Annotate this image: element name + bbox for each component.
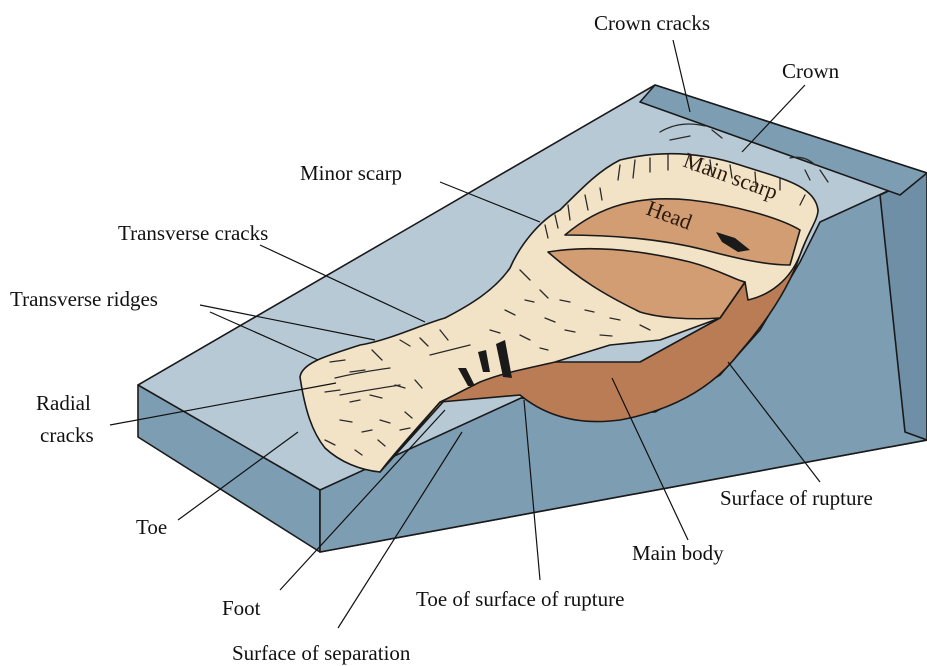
radial-cracks-label-1: Radial <box>36 391 91 415</box>
crown-label: Crown <box>782 59 840 83</box>
minor-scarp-label: Minor scarp <box>300 161 402 185</box>
transverse-cracks-label: Transverse cracks <box>118 221 268 245</box>
crown-cracks-label: Crown cracks <box>594 11 710 35</box>
toe-of-surface-of-rupture-label: Toe of surface of rupture <box>416 587 624 611</box>
transverse-ridges-label: Transverse ridges <box>10 287 158 311</box>
surface-of-separation-label: Surface of separation <box>232 641 411 665</box>
radial-cracks-label-2: cracks <box>40 423 94 447</box>
surface-of-rupture-label: Surface of rupture <box>720 486 873 510</box>
foot-label: Foot <box>222 596 261 620</box>
main-body-label: Main body <box>632 541 724 565</box>
toe-label: Toe <box>136 515 167 539</box>
